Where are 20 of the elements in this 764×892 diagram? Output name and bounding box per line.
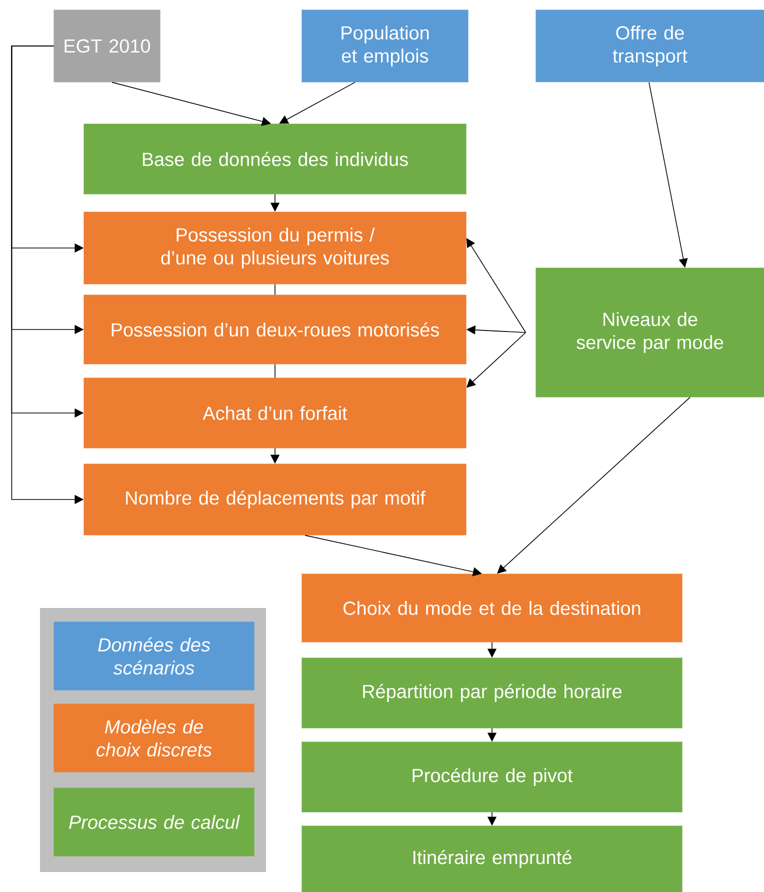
model-box: Possession d’un deux-roues motorisés [84,294,466,364]
input-box: Offre de transport [536,10,764,82]
process-box: Itinéraire emprunté [302,826,682,892]
model-box: Achat d’un forfait [84,378,466,448]
process-box: Procédure de pivot [302,742,682,812]
source-box: EGT 2010 [54,10,160,82]
process-box: Répartition par période horaire [302,658,682,728]
model-box: Possession du permis / d’une ou plusieurs voitures [84,212,466,284]
arrow [304,534,482,576]
legend-item: Données des scénarios [54,622,254,690]
legend-item: Modèles de choix discrets [54,704,254,772]
legend-item: Processus de calcul [54,788,254,856]
model-box: Choix du mode et de la destination [302,574,682,642]
arrow [112,82,271,126]
arrow [466,238,526,333]
process-box: Base de données des individus [84,124,466,194]
model-box: Nombre de déplacements par motif [84,464,466,536]
input-box: Population et emplois [302,10,468,82]
arrow [279,82,356,124]
process-box: Niveaux de service par mode [536,268,764,398]
